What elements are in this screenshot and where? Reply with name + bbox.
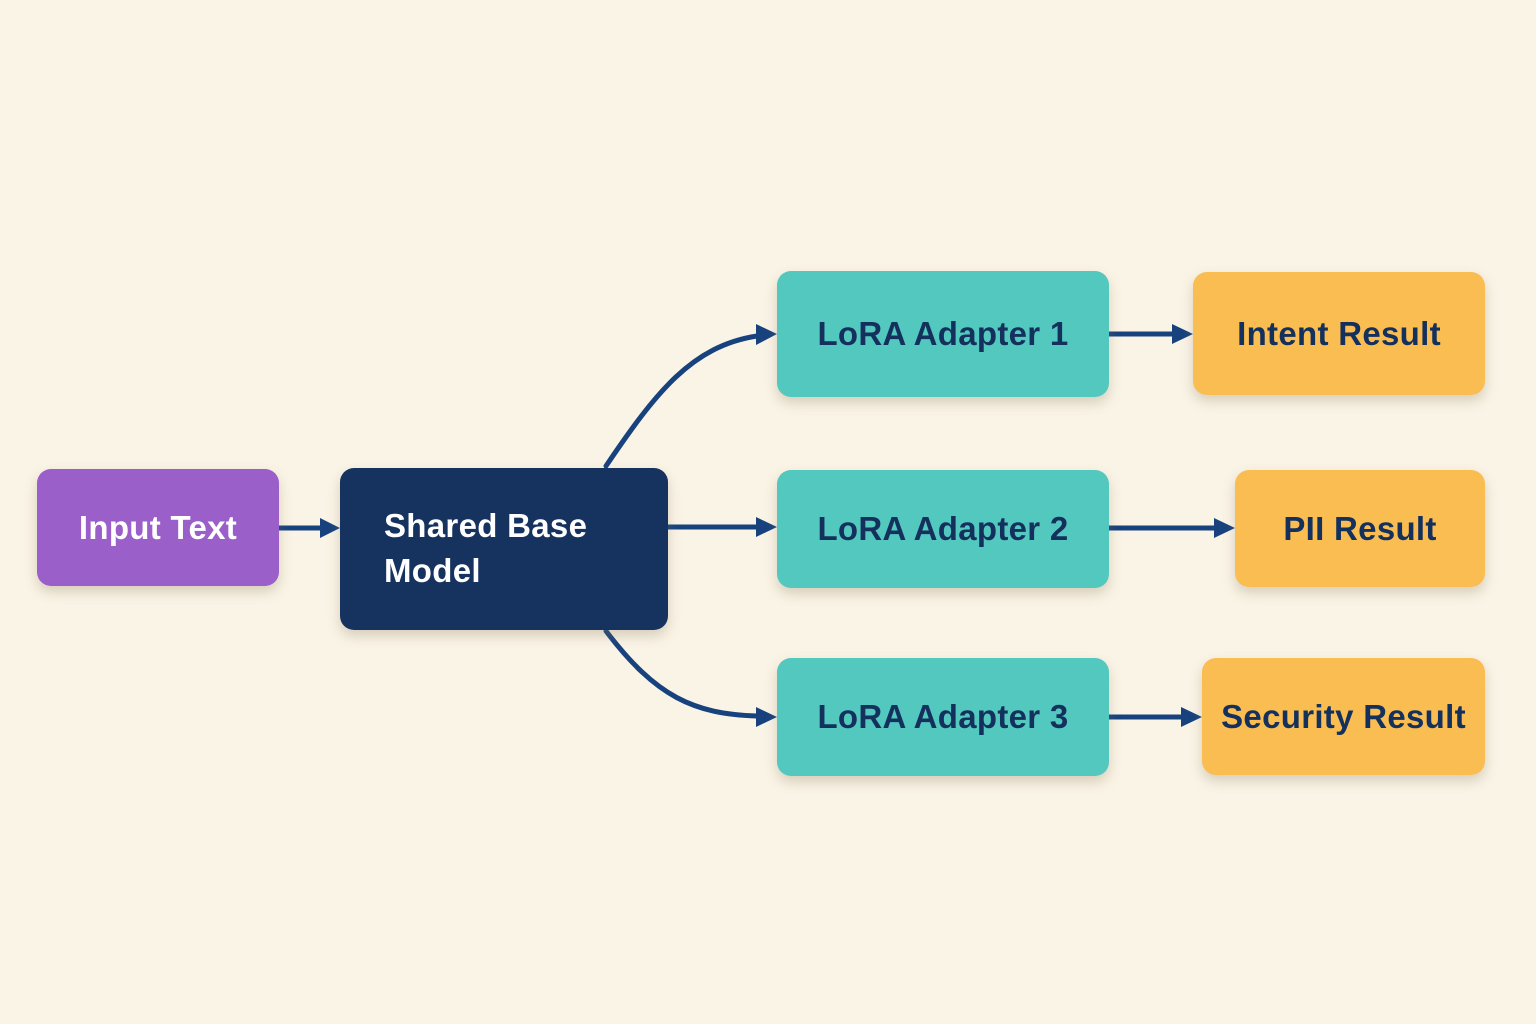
node-pii-result: PII Result: [1235, 470, 1485, 587]
node-shared-base-model-label: Shared Base Model: [384, 507, 588, 589]
edge-base-lora3: [603, 628, 760, 719]
node-intent-result: Intent Result: [1193, 272, 1485, 395]
node-pii-result-label: PII Result: [1283, 509, 1437, 547]
node-lora-adapter-1: LoRA Adapter 1: [777, 271, 1109, 397]
node-input-text: Input Text: [37, 469, 279, 586]
node-security-result-label: Security Result: [1221, 697, 1466, 735]
arrowhead-lora2-pii: [1214, 518, 1235, 538]
node-intent-result-label: Intent Result: [1237, 314, 1441, 352]
arrowhead-base-lora3: [756, 707, 777, 727]
node-lora-adapter-2-label: LoRA Adapter 2: [817, 510, 1069, 547]
node-input-text-label: Input Text: [78, 508, 238, 546]
arrowhead-lora3-security: [1181, 707, 1202, 727]
edge-base-lora1: [603, 333, 760, 469]
arrowhead-base-lora2: [756, 517, 777, 537]
arrowhead-base-lora1: [756, 324, 777, 345]
node-security-result: Security Result: [1202, 658, 1485, 775]
arrowhead-lora1-intent: [1172, 324, 1193, 344]
arrowhead-input-base: [320, 518, 340, 538]
node-shared-base-model: Shared Base Model: [340, 468, 668, 630]
node-lora-adapter-3: LoRA Adapter 3: [777, 658, 1109, 776]
node-lora-adapter-2: LoRA Adapter 2: [777, 470, 1109, 588]
node-lora-adapter-3-label: LoRA Adapter 3: [817, 698, 1069, 735]
node-lora-adapter-1-label: LoRA Adapter 1: [817, 315, 1069, 352]
